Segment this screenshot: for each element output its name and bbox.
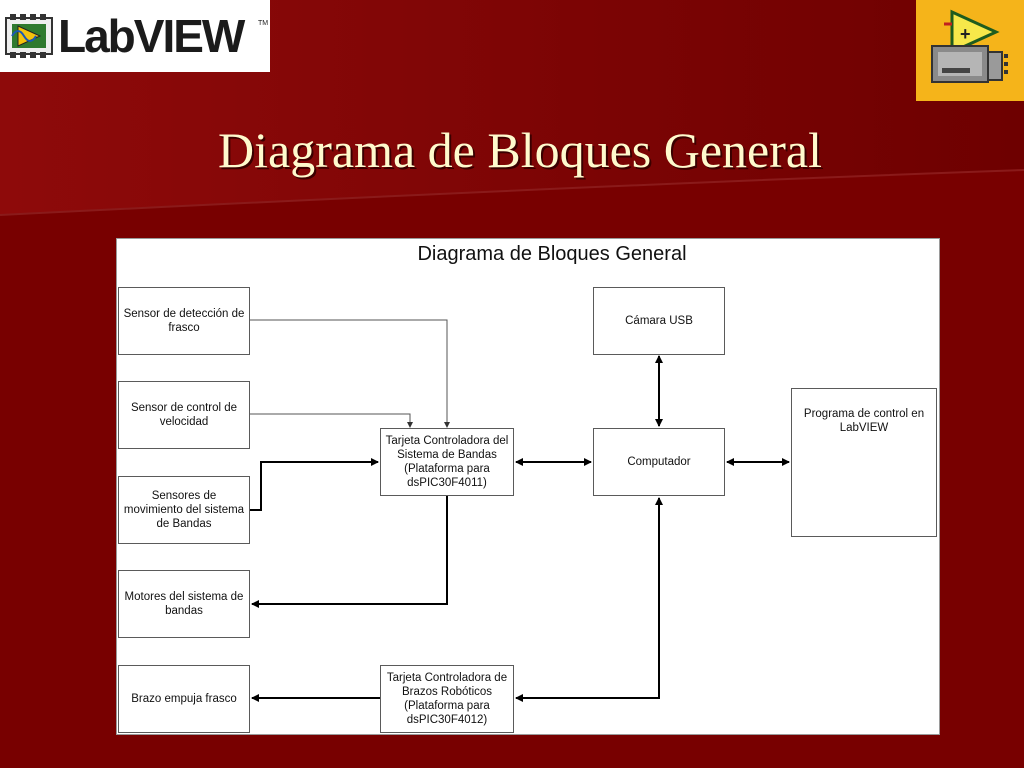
block-tarjeta-brazos-label: Tarjeta Controladora de Brazos Robóticos…: [386, 672, 508, 726]
block-tarjeta-brazos: Tarjeta Controladora de Brazos Robóticos…: [380, 665, 514, 733]
block-tarjeta-bandas: Tarjeta Controladora del Sistema de Band…: [380, 428, 514, 496]
logo-trademark: TM: [258, 20, 269, 27]
block-computador: Computador: [593, 428, 725, 496]
labview-logo: LabVIEW TM: [0, 0, 270, 72]
svg-text:+: +: [960, 24, 971, 44]
slide-title: Diagrama de Bloques General: [218, 122, 822, 178]
labview-logo-icon: [5, 14, 53, 58]
vi-icon: +: [916, 0, 1024, 101]
connector-sensor-velocidad: [250, 413, 413, 428]
block-sensor-frasco-label: Sensor de detección de frasco: [123, 308, 245, 334]
diagram-title: Diagrama de Bloques General: [417, 243, 687, 265]
block-computador-label: Computador: [627, 456, 691, 468]
block-camara: Cámara USB: [593, 287, 725, 355]
block-sensor-frasco: Sensor de detección de frasco: [118, 287, 250, 355]
block-sensores-movimiento: Sensores de movimiento del sistema de Ba…: [118, 476, 250, 544]
block-brazo-label: Brazo empuja frasco: [131, 693, 237, 705]
connector-computador-brazos: [515, 497, 663, 702]
block-motores: Motores del sistema de bandas: [118, 570, 250, 638]
block-programa-label: Programa de control en LabVIEW: [803, 408, 925, 434]
block-sensor-velocidad: Sensor de control de velocidad: [118, 381, 250, 449]
block-sensores-movimiento-label: Sensores de movimiento del sistema de Ba…: [123, 490, 245, 530]
block-tarjeta-bandas-label: Tarjeta Controladora del Sistema de Band…: [385, 435, 509, 489]
block-motores-label: Motores del sistema de bandas: [124, 591, 244, 617]
connector-sensor-frasco: [250, 319, 450, 428]
block-programa: Programa de control en LabVIEW: [791, 388, 937, 537]
block-brazo: Brazo empuja frasco: [118, 665, 250, 733]
camera-vi-icon: +: [931, 9, 1008, 83]
logo-text: LabVIEW: [58, 10, 245, 62]
block-sensor-velocidad-label: Sensor de control de velocidad: [130, 402, 238, 428]
block-camara-label: Cámara USB: [625, 315, 693, 327]
connector-sensores-movimiento: [250, 458, 379, 511]
connector-motores: [251, 496, 448, 608]
